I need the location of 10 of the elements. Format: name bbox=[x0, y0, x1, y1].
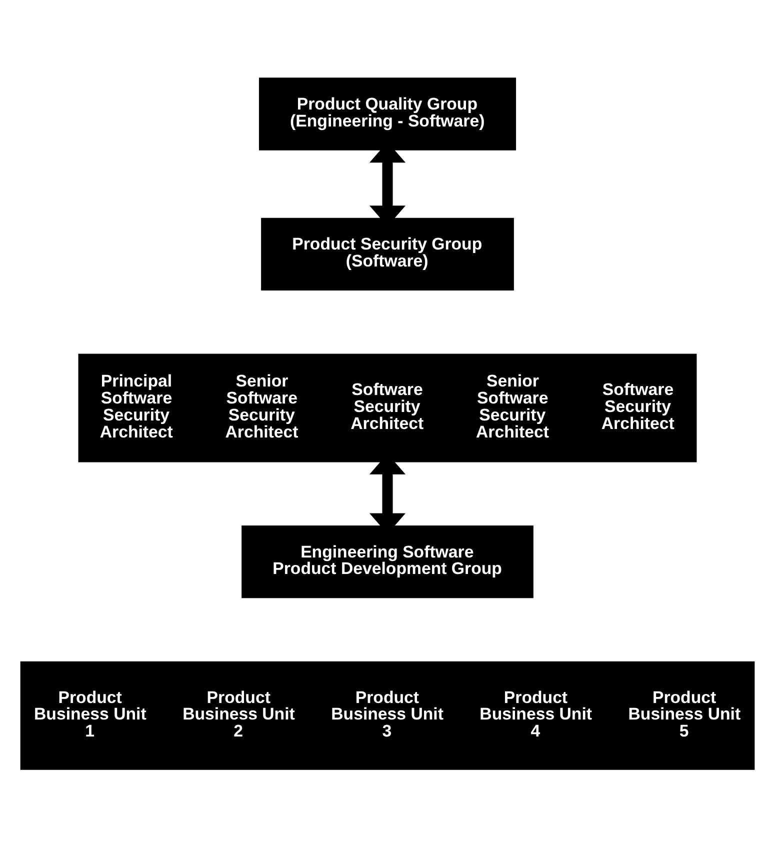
node-text: Product Business Unit 2 bbox=[182, 687, 295, 740]
node-text: Product Business Unit 5 bbox=[628, 687, 741, 740]
node-text: Software Security Architect bbox=[350, 380, 424, 432]
node-text: Product Business Unit 3 bbox=[331, 687, 444, 740]
node-text: Principal Software Security Architect bbox=[100, 371, 173, 441]
node-text: Senior Software Security Architect bbox=[476, 371, 550, 441]
node-text: Product Business Unit 1 bbox=[34, 687, 146, 740]
node-text: Product Business Unit 4 bbox=[480, 687, 592, 740]
node-text: Senior Software Security Architect bbox=[225, 371, 298, 441]
node-text: Software Security Architect bbox=[601, 380, 674, 432]
